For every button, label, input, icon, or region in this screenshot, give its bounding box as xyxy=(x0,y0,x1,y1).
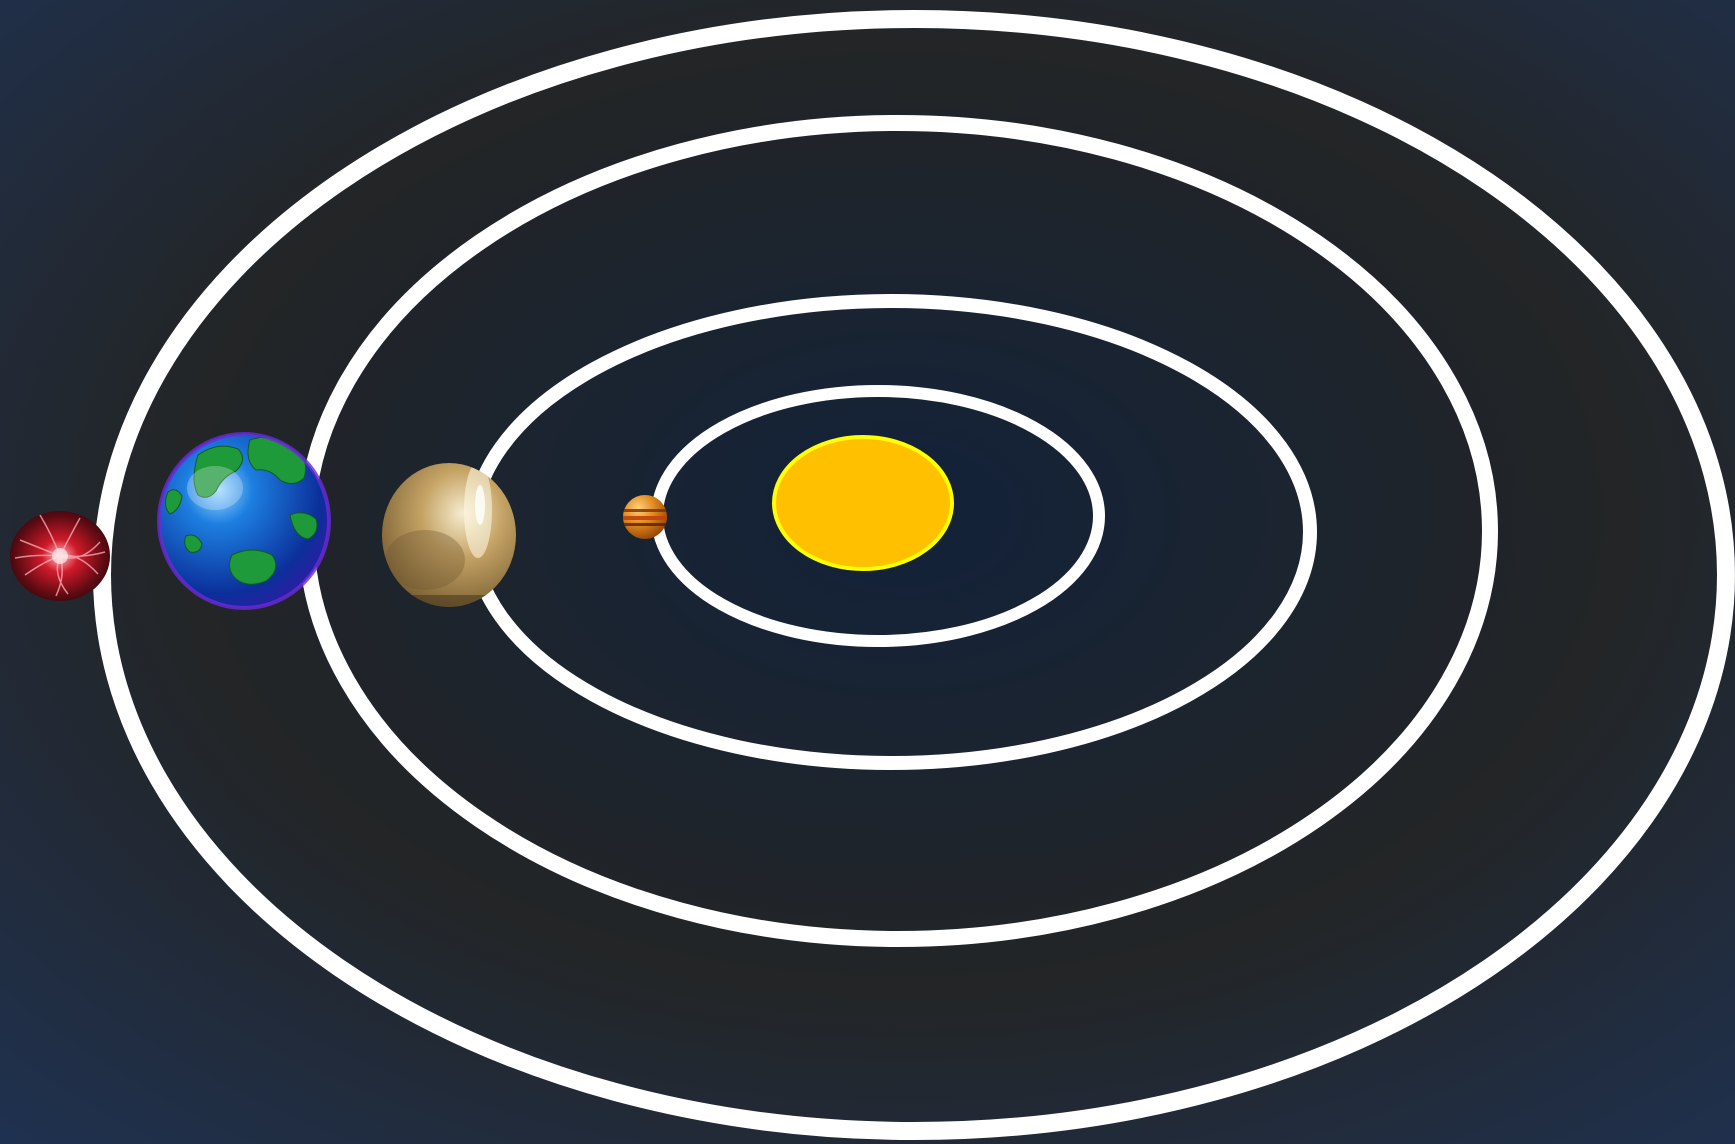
planet-earth-globe xyxy=(157,432,331,610)
planet-red-energy-orb xyxy=(10,511,110,601)
sun xyxy=(772,435,954,571)
planet-orange-banded xyxy=(623,495,667,539)
planet-golden-misty xyxy=(382,463,516,607)
